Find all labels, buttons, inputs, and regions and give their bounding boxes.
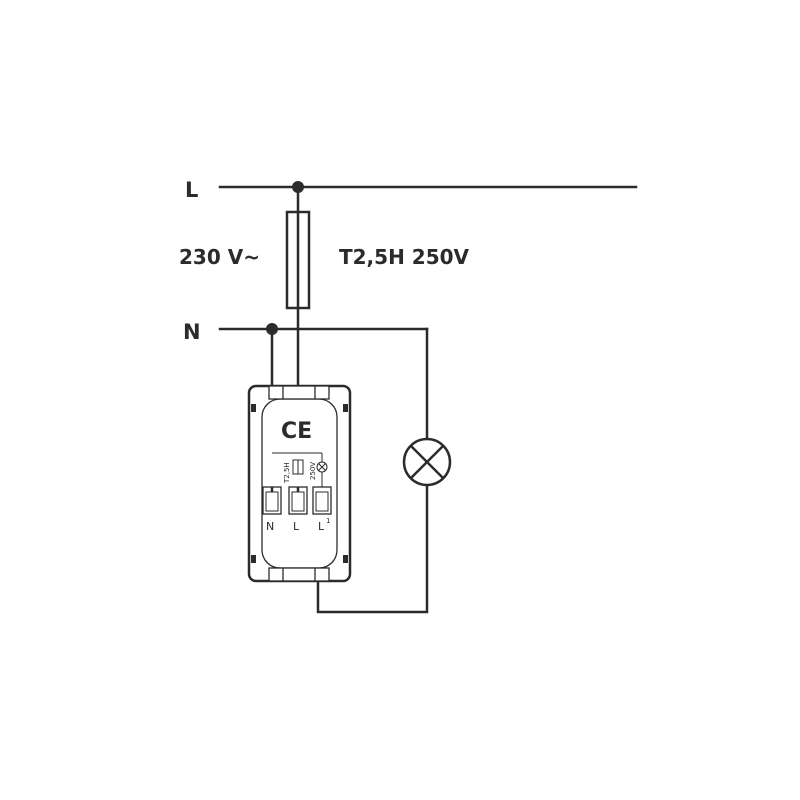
ce-mark: CE [281, 419, 312, 444]
terminal-label-l: L [293, 520, 300, 533]
terminal-label-n: N [266, 520, 274, 533]
line-label: L [185, 178, 198, 202]
internal-fuse-voltage-label: 250V [309, 462, 317, 480]
supply-voltage-label: 230 V~ [179, 245, 260, 269]
internal-fuse-type-label: T2,5H [283, 462, 291, 484]
neutral-label: N [183, 320, 201, 344]
terminal-label-l1-sup: 1 [326, 517, 330, 525]
terminal-label-l1: L [318, 520, 325, 533]
fuse-module [247, 384, 352, 583]
lamp-icon [402, 437, 452, 487]
junction-dot-line [292, 181, 304, 193]
terminal-inner [265, 491, 329, 512]
internal-schematic [272, 452, 328, 487]
fuse-rating-label: T2,5H 250V [339, 245, 470, 269]
junction-dot-neutral [266, 323, 278, 335]
